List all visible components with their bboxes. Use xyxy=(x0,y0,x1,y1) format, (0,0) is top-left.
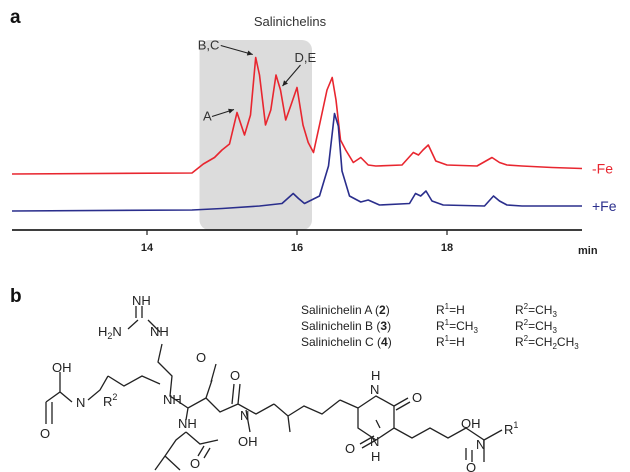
series-line-minus-fe xyxy=(11,56,583,175)
structure-bonds xyxy=(45,306,503,471)
atom-nh-amide1: NH xyxy=(178,416,197,431)
arrow-head xyxy=(282,80,288,86)
chemical-structure xyxy=(45,306,503,471)
peak-label: B,C xyxy=(198,38,220,53)
atom-h-dkp-top: H xyxy=(371,368,380,383)
legend-row-a-r1: R1=H xyxy=(436,302,465,317)
atom-nh-amide2: NH xyxy=(163,392,182,407)
series-label: +Fe xyxy=(592,198,617,214)
legend-row-c: Salinichelin C (4) xyxy=(301,335,392,349)
legend-row-a-r2: R2=CH3 xyxy=(515,302,557,319)
legend-row-c-r1: R1=H xyxy=(436,334,465,349)
atom-o-carbonyl-2: O xyxy=(230,368,240,383)
legend-row-b-r1: R1=CH3 xyxy=(436,318,478,335)
peak-arrow xyxy=(220,44,253,56)
atom-r1: R1 xyxy=(504,420,518,437)
atom-nh-guan: NH xyxy=(150,324,169,339)
atom-o-acetyl: O xyxy=(40,426,50,441)
legend-row-c-r2: R2=CH2CH3 xyxy=(515,334,579,351)
peak-label: A xyxy=(203,109,212,124)
highlight-label: Salinichelins xyxy=(254,14,327,29)
compound-legend: Salinichelin A (2) R1=H R2=CH3 Saliniche… xyxy=(301,302,579,351)
legend-row-b-r2: R2=CH3 xyxy=(515,318,557,335)
atom-h2n: H2N xyxy=(98,324,122,341)
atom-o-dkp-2: O xyxy=(345,441,355,456)
atom-n-dkp-bot: N xyxy=(370,434,379,449)
x-tick-label: 18 xyxy=(441,242,453,254)
arrow-head xyxy=(246,50,253,56)
atom-oh-middle: OH xyxy=(238,434,258,449)
x-tick-label: 14 xyxy=(141,242,154,254)
atom-o-dkp-1: O xyxy=(412,390,422,405)
x-axis-label: min xyxy=(578,245,598,257)
atom-n-right: N xyxy=(476,437,485,452)
atom-o-carbonyl-3: O xyxy=(190,456,200,471)
atom-oh-left: OH xyxy=(52,360,72,375)
panel-b-letter: b xyxy=(10,286,22,307)
chromatogram: 14 16 18 min -Fe +Fe A B,C D,E xyxy=(11,38,617,257)
atom-o-terminal: O xyxy=(466,460,476,472)
series-label: -Fe xyxy=(592,161,613,177)
atom-h-dkp-bot: H xyxy=(371,449,380,464)
atom-o-carbonyl-1: O xyxy=(196,350,206,365)
highlight-region xyxy=(199,40,312,230)
atom-nh-top: NH xyxy=(132,293,151,308)
atom-labels: NH H2N NH R2 NH O O O O O O O OH OH OH N… xyxy=(40,293,518,472)
panel-a-letter: a xyxy=(10,7,21,28)
legend-row-b: Salinichelin B (3) xyxy=(301,319,391,333)
atom-n-middle: N xyxy=(240,408,249,423)
arrow-head xyxy=(228,108,234,114)
peak-label: D,E xyxy=(295,50,317,65)
x-tick-label: 16 xyxy=(291,242,303,254)
atom-n-dkp-top: N xyxy=(370,382,379,397)
atom-n-left: N xyxy=(76,395,85,410)
atom-oh-right: OH xyxy=(461,416,481,431)
legend-row-a: Salinichelin A (2) xyxy=(301,303,390,317)
atom-r2: R2 xyxy=(103,392,117,409)
series-line-plus-fe xyxy=(11,112,582,212)
